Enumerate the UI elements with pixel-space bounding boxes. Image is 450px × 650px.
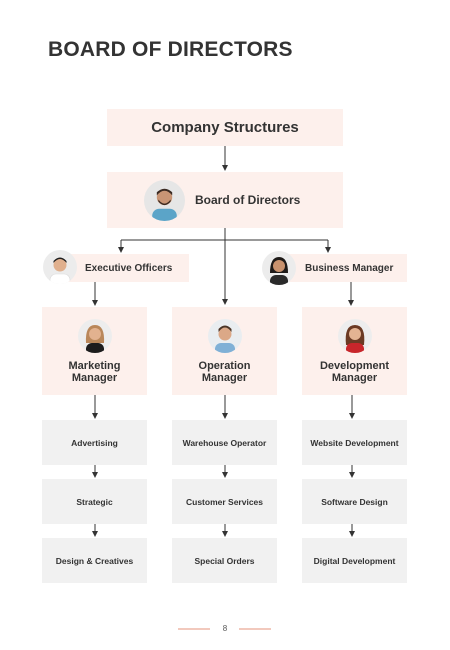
executive-officers-avatar-photo <box>43 250 77 284</box>
company-structures-box: Company Structures <box>107 109 343 146</box>
marketing-manager-label: Marketing Manager <box>68 360 121 384</box>
footer-divider-right <box>239 628 271 630</box>
board-of-directors-box: Board of Directors <box>107 172 343 228</box>
executive-officers-box: Executive Officers <box>55 254 189 282</box>
development-manager-label: Development Manager <box>319 360 390 384</box>
executive-officers-label: Executive Officers <box>85 262 173 274</box>
task-strategic: Strategic <box>42 479 147 524</box>
page-title: BOARD OF DIRECTORS <box>48 38 293 61</box>
company-structures-label: Company Structures <box>151 119 299 136</box>
marketing-manager-avatar-photo <box>77 319 112 353</box>
task-digital-development: Digital Development <box>302 538 407 583</box>
operation-manager-avatar-photo <box>207 319 242 353</box>
task-customer-services: Customer Services <box>172 479 277 524</box>
development-manager-avatar-photo <box>337 319 372 353</box>
task-special-orders: Special Orders <box>172 538 277 583</box>
task-warehouse-operator: Warehouse Operator <box>172 420 277 465</box>
development-manager-box: Development Manager <box>302 307 407 395</box>
task-advertising: Advertising <box>42 420 147 465</box>
business-manager-label: Business Manager <box>305 262 394 274</box>
board-avatar-photo <box>144 179 185 221</box>
task-design-creatives: Design & Creatives <box>42 538 147 583</box>
marketing-manager-box: Marketing Manager <box>42 307 147 395</box>
business-manager-box: Business Manager <box>288 254 407 282</box>
page-number: 8 <box>222 624 228 633</box>
board-of-directors-label: Board of Directors <box>195 193 301 207</box>
operation-manager-box: Operation Manager <box>172 307 277 395</box>
task-software-design: Software Design <box>302 479 407 524</box>
business-manager-avatar-photo <box>262 251 296 285</box>
footer-divider-left <box>178 628 210 630</box>
task-website-development: Website Development <box>302 420 407 465</box>
operation-manager-label: Operation Manager <box>198 360 251 384</box>
